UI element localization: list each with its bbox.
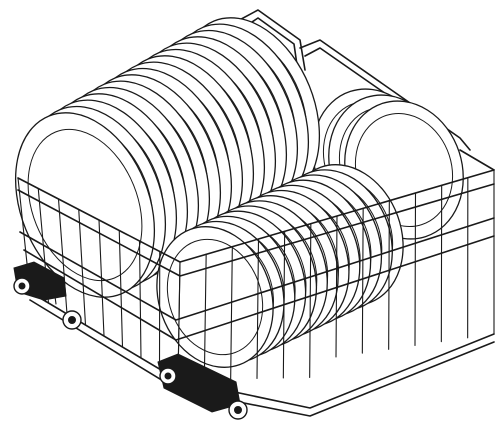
basket-wire (256, 238, 260, 380)
basket-wire (309, 223, 312, 379)
basket-wire (388, 200, 390, 350)
basket-wire (335, 215, 338, 358)
basket-wire (203, 253, 207, 381)
basket-wire (361, 207, 364, 354)
wheel-left (13, 261, 82, 330)
basket-wire (414, 192, 417, 347)
basket-wire (78, 208, 87, 326)
basket-wire (138, 240, 142, 359)
basket-wire (230, 246, 233, 380)
basket-wire (118, 229, 124, 348)
wire-basket (17, 149, 495, 417)
basket-wire (98, 219, 105, 337)
plate (156, 226, 274, 368)
basket-wire (282, 230, 286, 379)
wheel-right (157, 353, 248, 420)
